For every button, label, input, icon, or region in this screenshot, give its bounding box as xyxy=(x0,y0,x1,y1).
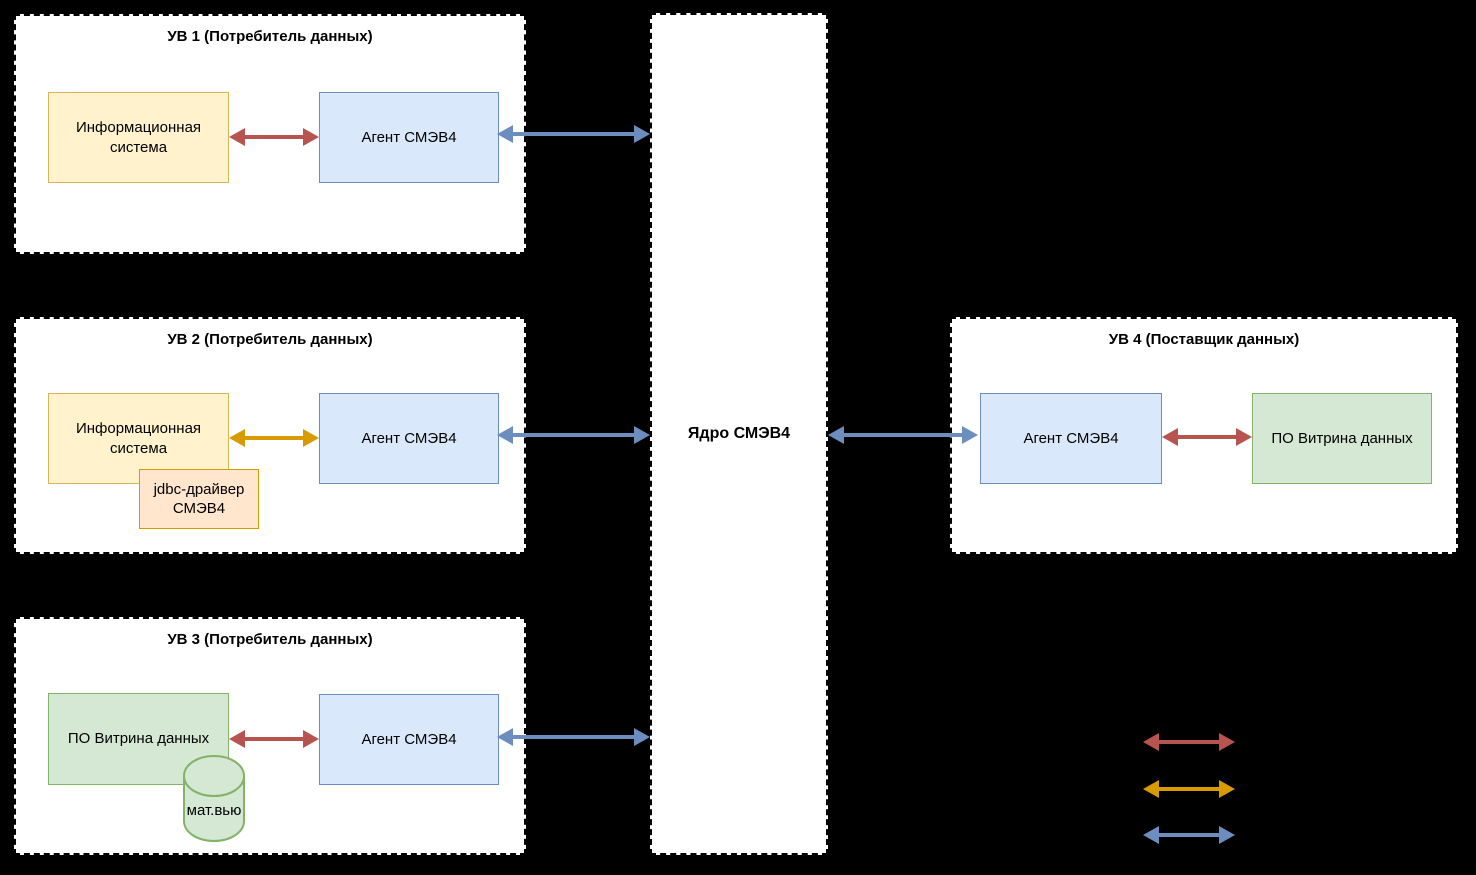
uv2-amber-arrow xyxy=(229,429,319,447)
uv4-group: УВ 4 (Поставщик данных) Агент СМЭВ4 ПО В… xyxy=(950,317,1458,554)
uv1-group: УВ 1 (Потребитель данных) Информационная… xyxy=(14,14,526,254)
uv1-agent-node: Агент СМЭВ4 xyxy=(319,92,499,183)
uv3-mat-view-label: мат.вью xyxy=(186,802,242,819)
uv3-red-arrow xyxy=(229,730,319,748)
legend-blue-arrow xyxy=(1143,826,1235,844)
uv2-core-blue-arrow xyxy=(497,426,650,444)
uv3-mat-view-cylinder-icon xyxy=(183,755,245,842)
uv3-agent-node: Агент СМЭВ4 xyxy=(319,694,499,785)
uv4-red-arrow xyxy=(1162,428,1252,446)
core-uv4-blue-arrow xyxy=(828,426,978,444)
uv4-agent-node: Агент СМЭВ4 xyxy=(980,393,1162,484)
uv3-title: УВ 3 (Потребитель данных) xyxy=(167,631,373,648)
uv2-title: УВ 2 (Потребитель данных) xyxy=(167,331,373,348)
uv1-info-system-node: Информационная система xyxy=(48,92,229,183)
uv3-group: УВ 3 (Потребитель данных) ПО Витрина дан… xyxy=(14,617,526,855)
uv1-red-arrow xyxy=(229,128,319,146)
core-group: Ядро СМЭВ4 xyxy=(650,13,828,855)
uv1-core-blue-arrow xyxy=(497,125,650,143)
legend-amber-arrow xyxy=(1143,780,1235,798)
uv3-core-blue-arrow xyxy=(497,728,650,746)
uv2-agent-node: Агент СМЭВ4 xyxy=(319,393,499,484)
uv1-title: УВ 1 (Потребитель данных) xyxy=(167,28,373,45)
uv2-jdbc-driver-node: jdbc-драйвер СМЭВ4 xyxy=(139,469,259,529)
uv2-group: УВ 2 (Потребитель данных) Информационная… xyxy=(14,317,526,554)
uv4-data-mart-node: ПО Витрина данных xyxy=(1252,393,1432,484)
uv2-info-system-node: Информационная система xyxy=(48,393,229,484)
legend-red-arrow xyxy=(1143,733,1235,751)
core-label: Ядро СМЭВ4 xyxy=(687,425,791,442)
uv4-title: УВ 4 (Поставщик данных) xyxy=(1108,331,1300,348)
